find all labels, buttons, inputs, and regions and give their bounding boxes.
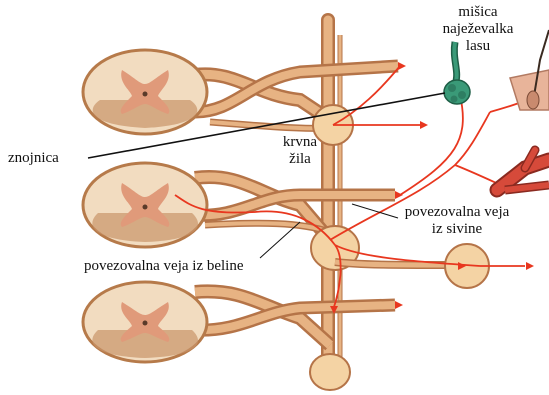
muscle-label: mišica naježevalka lasu bbox=[426, 4, 530, 55]
ganglion-3 bbox=[310, 354, 350, 390]
spinal-segment-2 bbox=[83, 163, 395, 270]
white-ramus-pointer-line bbox=[260, 222, 300, 258]
blood-vessel-right bbox=[497, 150, 549, 190]
blood-vessel-label-line-1: krvna bbox=[278, 134, 322, 151]
white-ramus-label: povezovalna veja iz beline bbox=[84, 258, 244, 275]
muscle-label-line-2: naježevalka bbox=[426, 21, 530, 38]
gray-ramus-label-line-1: povezovalna veja bbox=[392, 204, 522, 221]
muscle-label-line-1: mišica bbox=[426, 4, 530, 21]
blood-vessel-label: krvna žila bbox=[278, 134, 322, 168]
blood-vessel-label-line-2: žila bbox=[278, 151, 322, 168]
gray-ramus-label: povezovalna veja iz sivine bbox=[392, 204, 522, 238]
muscle-label-line-3: lasu bbox=[426, 38, 530, 55]
sweat-gland-label: znojnica bbox=[8, 150, 59, 167]
spinal-segment-3 bbox=[83, 282, 395, 390]
gray-ramus-label-line-2: iz sivine bbox=[392, 221, 522, 238]
